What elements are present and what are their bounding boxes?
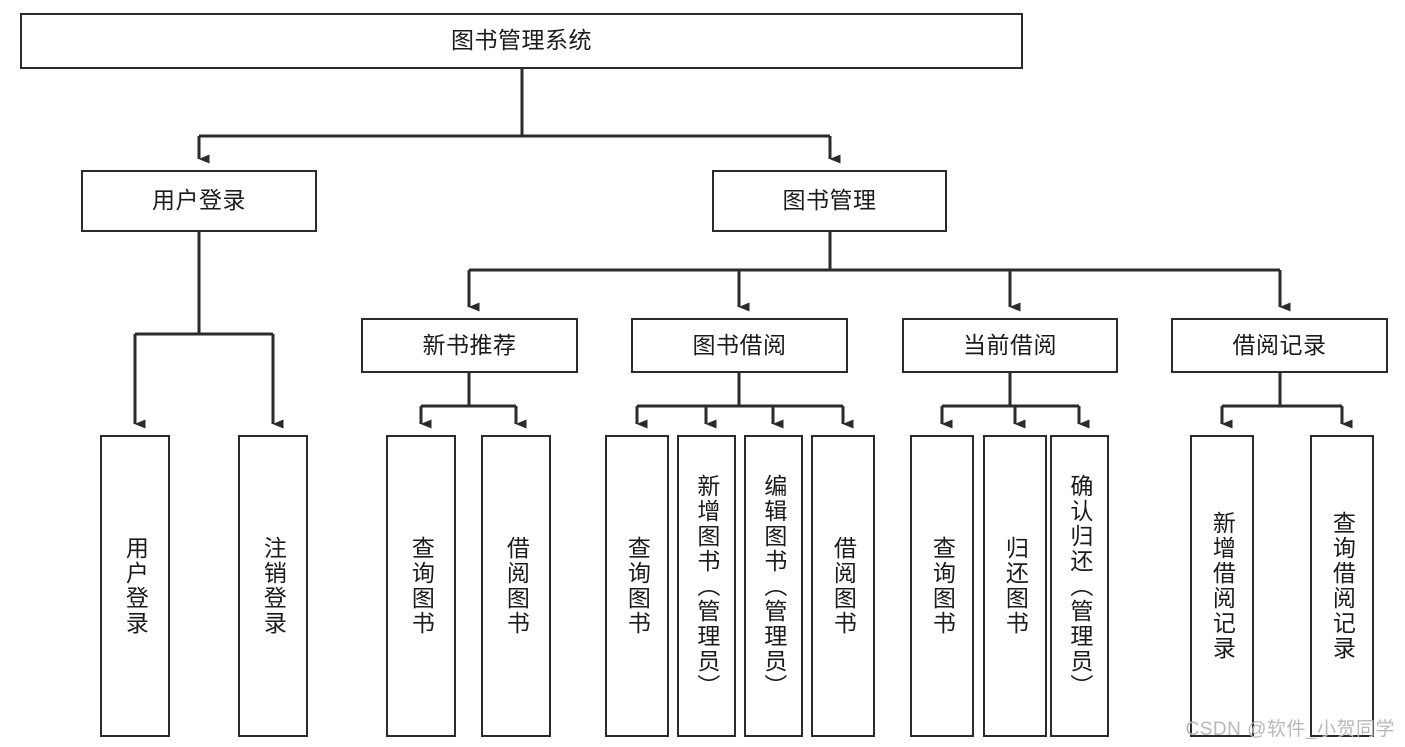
node-level2-0[interactable]: 用户登录 [81,170,317,232]
node-leaf-5[interactable]: 新增图书（管理员） [677,435,736,737]
node-level3-0[interactable]: 新书推荐 [361,318,578,373]
node-level3-3[interactable]: 借阅记录 [1171,318,1388,373]
node-level3-1-label: 图书借阅 [692,331,787,358]
node-level2-1-label: 图书管理 [782,187,877,214]
node-leaf-10-label: 确认归还（管理员） [1066,473,1093,699]
node-leaf-2[interactable]: 查询图书 [386,435,456,737]
node-level2-1[interactable]: 图书管理 [712,170,947,232]
node-leaf-9[interactable]: 归还图书 [983,435,1047,737]
node-leaf-8[interactable]: 查询图书 [910,435,974,737]
node-leaf-5-label: 新增图书（管理员） [693,473,720,699]
node-leaf-7[interactable]: 借阅图书 [811,435,875,737]
node-level3-2-label: 当前借阅 [963,331,1057,358]
node-leaf-3[interactable]: 借阅图书 [481,435,551,737]
node-leaf-3-label: 借阅图书 [503,536,530,636]
node-level3-0-label: 新书推荐 [422,331,517,358]
node-leaf-6[interactable]: 编辑图书（管理员） [744,435,803,737]
node-root[interactable]: 图书管理系统 [20,13,1023,69]
node-level3-1[interactable]: 图书借阅 [631,318,848,373]
node-leaf-11[interactable]: 新增借阅记录 [1190,435,1254,737]
node-leaf-0-label: 用户登录 [122,536,149,636]
node-leaf-12-label: 查询借阅记录 [1329,511,1356,661]
node-leaf-2-label: 查询图书 [408,536,435,636]
node-level3-2[interactable]: 当前借阅 [902,318,1118,373]
node-leaf-10[interactable]: 确认归还（管理员） [1050,435,1109,737]
node-leaf-1-label: 注销登录 [260,536,287,636]
node-level3-3-label: 借阅记录 [1232,331,1327,358]
node-leaf-1[interactable]: 注销登录 [238,435,308,737]
node-leaf-6-label: 编辑图书（管理员） [760,473,787,699]
node-level2-0-label: 用户登录 [152,187,246,214]
node-leaf-8-label: 查询图书 [929,536,956,636]
node-leaf-0[interactable]: 用户登录 [100,435,170,737]
node-leaf-9-label: 归还图书 [1002,536,1029,636]
node-leaf-4-label: 查询图书 [624,536,651,636]
node-leaf-12[interactable]: 查询借阅记录 [1310,435,1374,737]
connectors-group [133,69,1353,429]
node-leaf-4[interactable]: 查询图书 [605,435,669,737]
node-root-label: 图书管理系统 [451,27,592,54]
node-leaf-7-label: 借阅图书 [830,536,857,636]
node-leaf-11-label: 新增借阅记录 [1209,511,1236,661]
